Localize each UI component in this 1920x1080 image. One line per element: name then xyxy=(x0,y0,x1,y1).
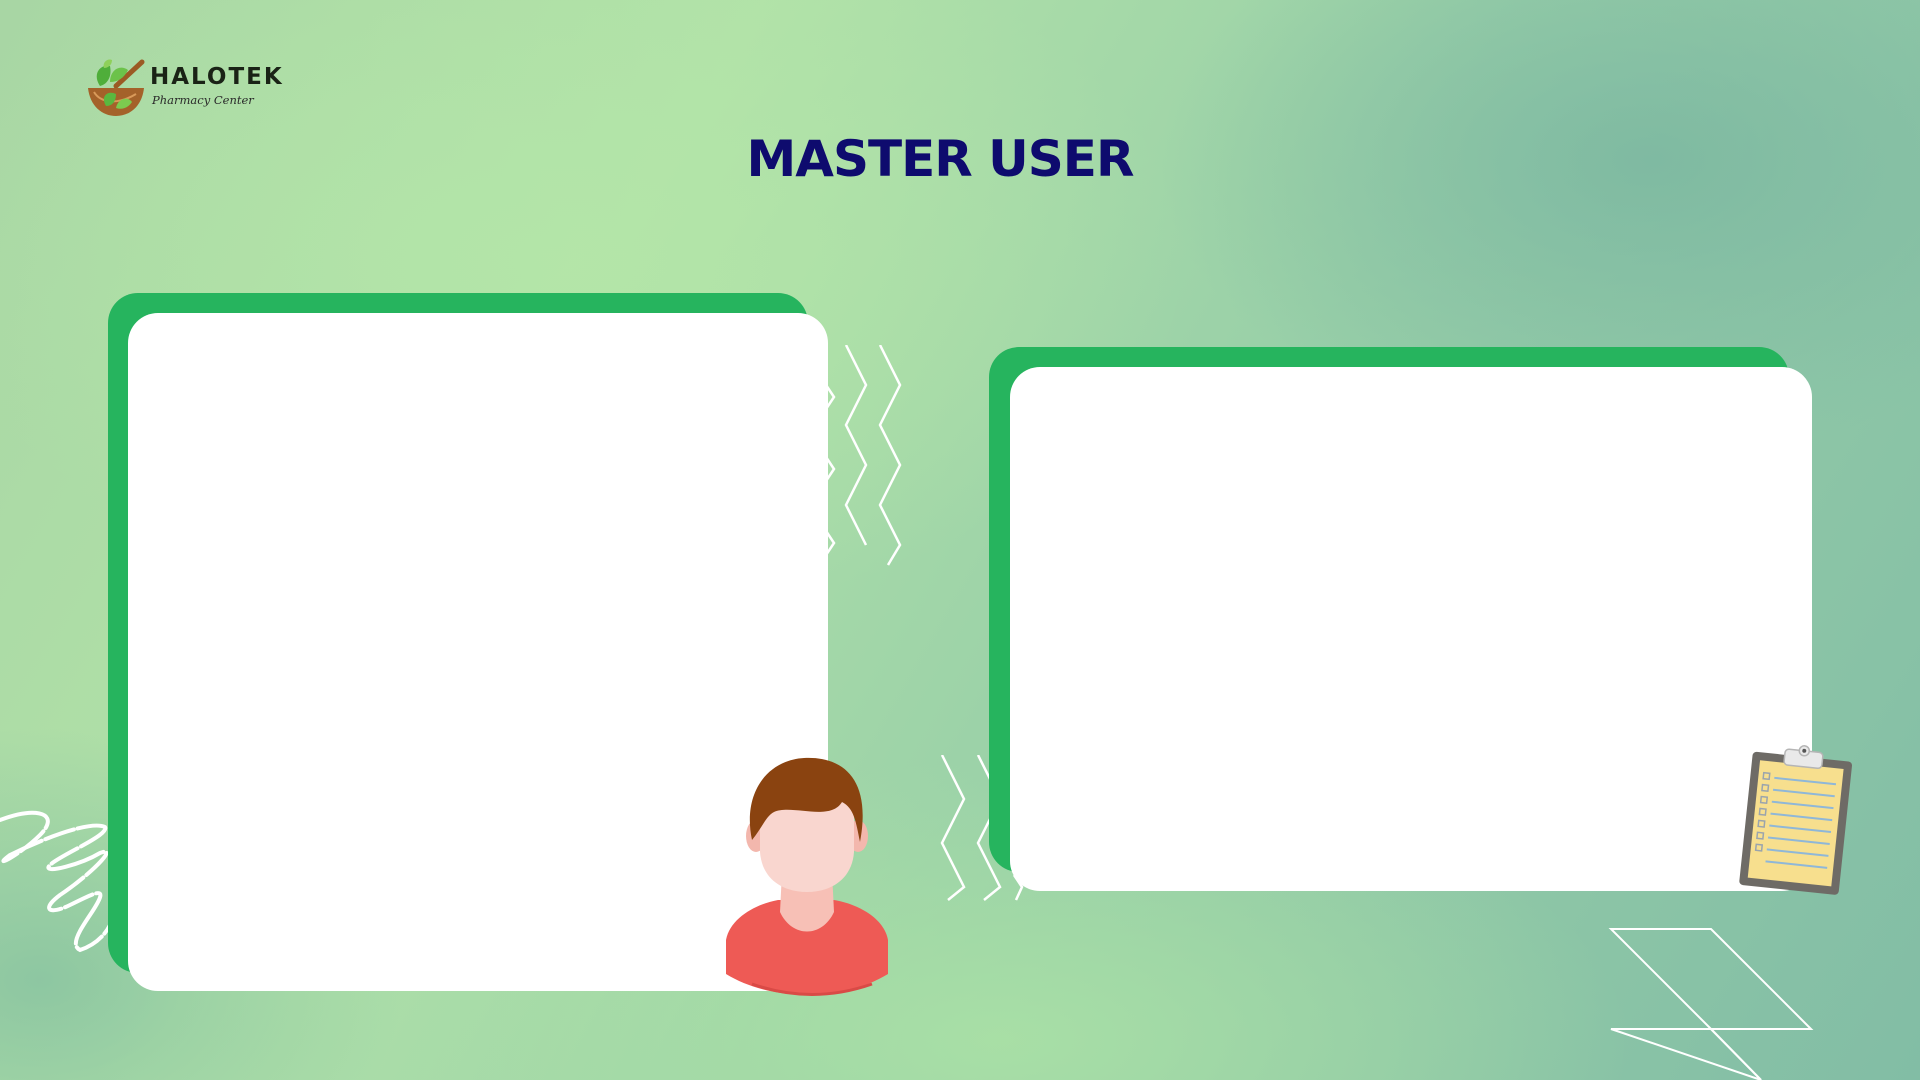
parallelogram-decoration xyxy=(1608,928,1814,1080)
clipboard-checklist-illustration xyxy=(1739,745,1853,895)
detail-panel xyxy=(1010,367,1812,891)
brand-tagline: Pharmacy Center xyxy=(152,93,254,107)
brand-name: HALOTEK xyxy=(150,64,284,90)
user-panel xyxy=(128,313,828,991)
page-title: MASTER USER xyxy=(746,130,1135,188)
brand-logo: HALOTEK Pharmacy Center xyxy=(86,56,286,118)
mortar-pestle-leaf-icon xyxy=(88,59,145,116)
scribble-decoration xyxy=(0,810,112,953)
user-avatar-illustration xyxy=(726,757,888,996)
zigzag-decoration xyxy=(826,345,902,566)
